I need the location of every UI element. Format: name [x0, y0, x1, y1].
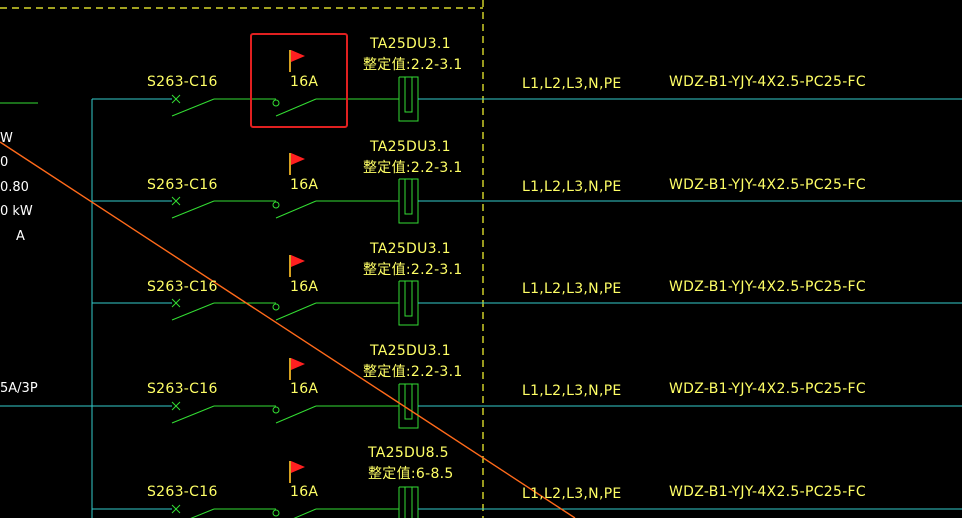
row-5-breaker-switch-icon — [190, 508, 215, 518]
row-2-breaker: S263-C16 — [147, 177, 218, 193]
row-3-rcd-model: TA25DU3.1 — [370, 241, 451, 257]
row-2-phases: L1,L2,L3,N,PE — [522, 179, 622, 195]
row-4-flag-icon — [291, 358, 305, 370]
row-5-phases: L1,L2,L3,N,PE — [522, 486, 622, 502]
diagonal-reference-line — [0, 141, 576, 518]
row-5-rating: 16A — [290, 484, 319, 500]
row-3-breaker-x-mark-b — [171, 298, 181, 308]
row-1-cable: WDZ-B1-YJY-4X2.5-PC25-FC — [669, 74, 866, 90]
row-2-flag-icon — [291, 153, 305, 165]
row-4-isolator-switch-icon — [275, 405, 317, 424]
selection-highlight-box[interactable] — [250, 33, 348, 128]
row-3-rating: 16A — [290, 279, 319, 295]
row-4-phases: L1,L2,L3,N,PE — [522, 383, 622, 399]
row-1-breaker: S263-C16 — [147, 74, 218, 90]
row-5-switch-pivot-circle — [272, 509, 280, 517]
row-1-breaker-switch-icon — [171, 98, 215, 117]
row-1-overload-relay-icon — [398, 76, 419, 122]
left-text-5: A — [16, 229, 25, 244]
row-3-setting: 整定值:2.2-3.1 — [363, 262, 463, 278]
row-2-breaker-x-mark-b — [171, 196, 181, 206]
row-5-breaker: S263-C16 — [147, 484, 218, 500]
row-3-breaker-switch-icon — [171, 302, 215, 321]
row-5-relay-inner-u — [404, 487, 413, 518]
row-1-breaker-x-mark-b — [171, 94, 181, 104]
row-4-relay-inner-u — [404, 384, 413, 420]
left-text-1: W — [0, 131, 13, 146]
left-text-2: 0 — [0, 155, 9, 170]
row-2-isolator-switch-icon — [275, 200, 317, 219]
row-4-setting: 整定值:2.2-3.1 — [363, 364, 463, 380]
row-2-overload-relay-icon — [398, 178, 419, 224]
row-3-relay-inner-u — [404, 281, 413, 317]
row-5-flag-icon — [291, 461, 305, 473]
left-text-6: 5A/3P — [0, 381, 38, 396]
row-3-overload-relay-icon — [398, 280, 419, 326]
row-2-rating: 16A — [290, 177, 319, 193]
row-1-isolator-switch-icon — [275, 98, 317, 117]
row-3-isolator-switch-icon — [275, 302, 317, 321]
row-1-rcd-model: TA25DU3.1 — [370, 36, 451, 52]
row-1-phases: L1,L2,L3,N,PE — [522, 76, 622, 92]
row-3-flag-icon — [291, 255, 305, 267]
row-1-rating: 16A — [290, 74, 319, 90]
row-4-breaker-x-mark-b — [171, 401, 181, 411]
row-5-setting: 整定值:6-8.5 — [368, 466, 454, 482]
row-4-switch-pivot-circle — [272, 406, 280, 414]
row-4-rating: 16A — [290, 381, 319, 397]
row-2-rcd-model: TA25DU3.1 — [370, 139, 451, 155]
row-3-phases: L1,L2,L3,N,PE — [522, 281, 622, 297]
row-3-cable: WDZ-B1-YJY-4X2.5-PC25-FC — [669, 279, 866, 295]
left-text-4: 0 kW — [0, 204, 33, 219]
row-3-breaker: S263-C16 — [147, 279, 218, 295]
row-4-cable: WDZ-B1-YJY-4X2.5-PC25-FC — [669, 381, 866, 397]
row-1-flag-icon — [291, 50, 305, 62]
row-2-relay-inner-u — [404, 179, 413, 215]
row-5-breaker-x-mark-b — [171, 504, 181, 514]
row-2-setting: 整定值:2.2-3.1 — [363, 160, 463, 176]
row-3-switch-pivot-circle — [272, 303, 280, 311]
row-5-overload-relay-icon — [398, 486, 419, 518]
row-4-breaker: S263-C16 — [147, 381, 218, 397]
row-1-relay-inner-u — [404, 77, 413, 113]
row-2-cable: WDZ-B1-YJY-4X2.5-PC25-FC — [669, 177, 866, 193]
row-4-breaker-switch-icon — [171, 405, 215, 424]
row-5-rcd-model: TA25DU8.5 — [368, 445, 449, 461]
row-1-switch-pivot-circle — [272, 99, 280, 107]
row-2-switch-pivot-circle — [272, 201, 280, 209]
row-4-rcd-model: TA25DU3.1 — [370, 343, 451, 359]
left-text-3: 0.80 — [0, 180, 29, 195]
row-2-breaker-switch-icon — [171, 200, 215, 219]
row-1-setting: 整定值:2.2-3.1 — [363, 57, 463, 73]
row-5-isolator-switch-icon — [293, 508, 317, 518]
row-5-cable: WDZ-B1-YJY-4X2.5-PC25-FC — [669, 484, 866, 500]
row-4-overload-relay-icon — [398, 383, 419, 429]
